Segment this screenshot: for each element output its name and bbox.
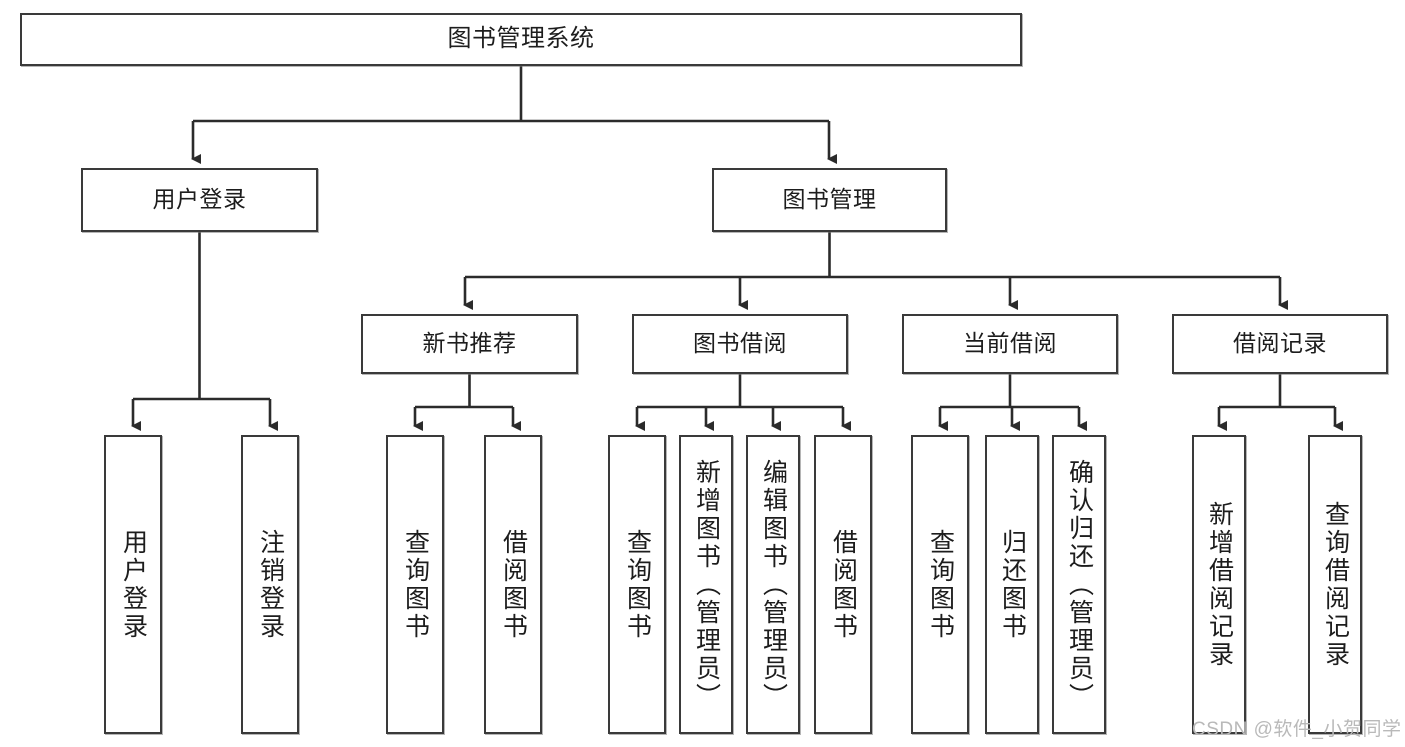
node-leaf-query-book-borrow-label: 查询图书 bbox=[623, 528, 652, 641]
node-leaf-edit-book-admin[interactable]: 编辑图书（管理员） bbox=[746, 435, 800, 734]
node-leaf-borrow-book-rec-label: 借阅图书 bbox=[499, 528, 528, 641]
node-leaf-user-login-label: 用户登录 bbox=[119, 528, 148, 641]
node-book-borrow[interactable]: 图书借阅 bbox=[632, 314, 848, 374]
node-book-borrow-label: 图书借阅 bbox=[693, 330, 787, 357]
node-new-book-recommend-label: 新书推荐 bbox=[422, 330, 517, 357]
node-current-borrow[interactable]: 当前借阅 bbox=[902, 314, 1118, 374]
node-root-label: 图书管理系统 bbox=[447, 25, 595, 53]
node-leaf-edit-book-admin-label: 编辑图书（管理员） bbox=[759, 458, 788, 711]
node-root[interactable]: 图书管理系统 bbox=[20, 13, 1022, 66]
node-leaf-query-book-cur[interactable]: 查询图书 bbox=[911, 435, 969, 734]
node-leaf-query-book-rec[interactable]: 查询图书 bbox=[386, 435, 444, 734]
node-leaf-add-book-admin-label: 新增图书（管理员） bbox=[692, 458, 721, 711]
node-book-manage-label: 图书管理 bbox=[782, 186, 877, 213]
node-leaf-borrow-book-rec[interactable]: 借阅图书 bbox=[484, 435, 542, 734]
node-leaf-add-borrow-record[interactable]: 新增借阅记录 bbox=[1192, 435, 1246, 734]
node-current-borrow-label: 当前借阅 bbox=[963, 330, 1057, 357]
node-user-login[interactable]: 用户登录 bbox=[81, 168, 318, 232]
node-leaf-query-book-rec-label: 查询图书 bbox=[401, 528, 430, 641]
node-leaf-user-logout[interactable]: 注销登录 bbox=[241, 435, 299, 734]
node-user-login-label: 用户登录 bbox=[152, 186, 247, 213]
node-leaf-query-borrow-record[interactable]: 查询借阅记录 bbox=[1308, 435, 1362, 734]
node-book-manage[interactable]: 图书管理 bbox=[712, 168, 947, 232]
node-leaf-confirm-return-admin[interactable]: 确认归还（管理员） bbox=[1052, 435, 1106, 734]
node-borrow-record-label: 借阅记录 bbox=[1233, 330, 1327, 357]
node-leaf-query-book-borrow[interactable]: 查询图书 bbox=[608, 435, 666, 734]
node-leaf-return-book-label: 归还图书 bbox=[998, 528, 1027, 641]
node-leaf-return-book[interactable]: 归还图书 bbox=[985, 435, 1039, 734]
node-leaf-add-book-admin[interactable]: 新增图书（管理员） bbox=[679, 435, 733, 734]
node-leaf-borrow-book-label: 借阅图书 bbox=[829, 528, 858, 641]
node-leaf-user-login[interactable]: 用户登录 bbox=[104, 435, 162, 734]
node-borrow-record[interactable]: 借阅记录 bbox=[1172, 314, 1388, 374]
node-leaf-query-book-cur-label: 查询图书 bbox=[926, 528, 955, 641]
node-leaf-user-logout-label: 注销登录 bbox=[256, 528, 285, 641]
csdn-watermark: CSDN @软件_小贺同学 bbox=[1192, 719, 1402, 740]
node-leaf-confirm-return-admin-label: 确认归还（管理员） bbox=[1065, 458, 1094, 711]
node-leaf-add-borrow-record-label: 新增借阅记录 bbox=[1205, 500, 1234, 669]
node-leaf-query-borrow-record-label: 查询借阅记录 bbox=[1321, 500, 1350, 669]
node-leaf-borrow-book[interactable]: 借阅图书 bbox=[814, 435, 872, 734]
node-new-book-recommend[interactable]: 新书推荐 bbox=[361, 314, 578, 374]
